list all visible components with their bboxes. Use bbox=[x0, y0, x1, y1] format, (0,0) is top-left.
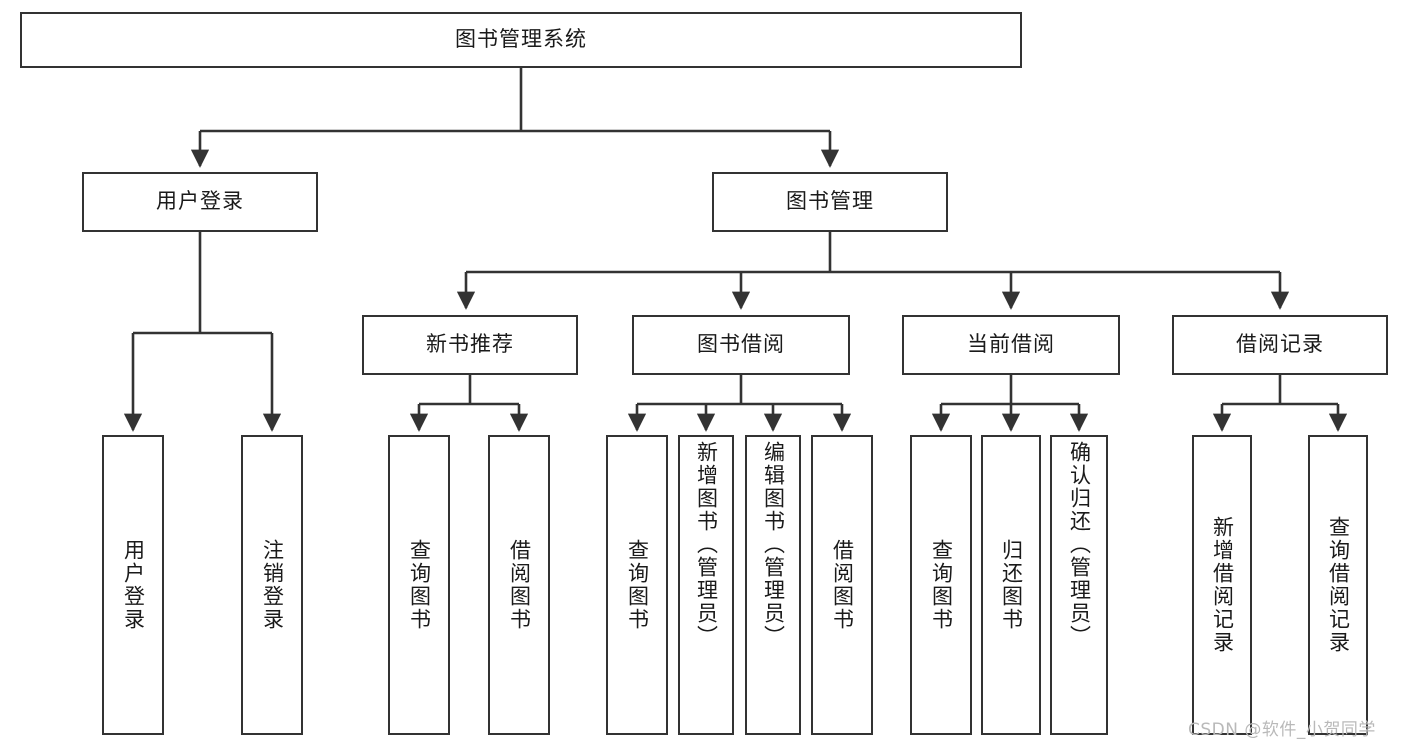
node-root-label: 图书管理系统 bbox=[455, 27, 587, 52]
node-leaf-query-book-3-label: 查询图书 bbox=[929, 539, 954, 631]
node-leaf-add-record-label: 新增借阅记录 bbox=[1210, 516, 1235, 654]
node-leaf-query-record[interactable]: 查询借阅记录 bbox=[1308, 435, 1368, 735]
node-leaf-return-book[interactable]: 归还图书 bbox=[981, 435, 1041, 735]
node-leaf-add-book-label: 新增图书（管理员） bbox=[694, 441, 719, 648]
node-root[interactable]: 图书管理系统 bbox=[20, 12, 1022, 68]
node-leaf-query-book-1-label: 查询图书 bbox=[407, 539, 432, 631]
node-leaf-confirm-return-label: 确认归还（管理员） bbox=[1067, 441, 1092, 648]
node-leaf-borrow-book-1-label: 借阅图书 bbox=[507, 539, 532, 631]
node-leaf-borrow-book-1[interactable]: 借阅图书 bbox=[488, 435, 550, 735]
node-leaf-edit-book[interactable]: 编辑图书（管理员） bbox=[745, 435, 801, 735]
node-leaf-return-book-label: 归还图书 bbox=[999, 539, 1024, 631]
node-leaf-query-book-3[interactable]: 查询图书 bbox=[910, 435, 972, 735]
node-book-borrow-label: 图书借阅 bbox=[697, 332, 785, 357]
node-leaf-user-login[interactable]: 用户登录 bbox=[102, 435, 164, 735]
node-new-book-recommend[interactable]: 新书推荐 bbox=[362, 315, 578, 375]
node-borrow-record-label: 借阅记录 bbox=[1236, 332, 1324, 357]
node-user-login-label: 用户登录 bbox=[156, 189, 244, 214]
node-borrow-record[interactable]: 借阅记录 bbox=[1172, 315, 1388, 375]
node-leaf-confirm-return[interactable]: 确认归还（管理员） bbox=[1050, 435, 1108, 735]
node-book-borrow[interactable]: 图书借阅 bbox=[632, 315, 850, 375]
node-leaf-user-login-label: 用户登录 bbox=[121, 539, 146, 631]
node-leaf-edit-book-label: 编辑图书（管理员） bbox=[761, 441, 786, 648]
node-book-management-label: 图书管理 bbox=[786, 189, 874, 214]
node-current-borrow-label: 当前借阅 bbox=[967, 332, 1055, 357]
node-leaf-user-logout[interactable]: 注销登录 bbox=[241, 435, 303, 735]
node-leaf-query-record-label: 查询借阅记录 bbox=[1326, 516, 1351, 654]
node-user-login[interactable]: 用户登录 bbox=[82, 172, 318, 232]
node-current-borrow[interactable]: 当前借阅 bbox=[902, 315, 1120, 375]
node-leaf-query-book-2-label: 查询图书 bbox=[625, 539, 650, 631]
node-leaf-query-book-1[interactable]: 查询图书 bbox=[388, 435, 450, 735]
node-leaf-query-book-2[interactable]: 查询图书 bbox=[606, 435, 668, 735]
node-leaf-add-book[interactable]: 新增图书（管理员） bbox=[678, 435, 734, 735]
node-new-book-recommend-label: 新书推荐 bbox=[426, 332, 514, 357]
node-leaf-add-record[interactable]: 新增借阅记录 bbox=[1192, 435, 1252, 735]
node-book-management[interactable]: 图书管理 bbox=[712, 172, 948, 232]
csdn-watermark: CSDN @软件_小贺同学 bbox=[1188, 720, 1376, 740]
node-leaf-user-logout-label: 注销登录 bbox=[260, 539, 285, 631]
node-leaf-borrow-book-2-label: 借阅图书 bbox=[830, 539, 855, 631]
node-leaf-borrow-book-2[interactable]: 借阅图书 bbox=[811, 435, 873, 735]
